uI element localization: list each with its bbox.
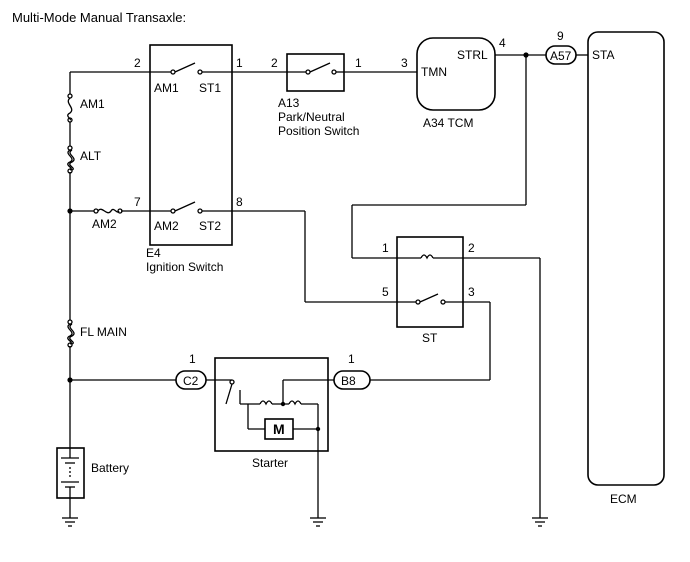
b8-label: B8: [341, 374, 356, 388]
fuse-am1: AM1: [67, 93, 105, 123]
fuse-am2: AM2: [92, 208, 123, 231]
pn-name-2: Position Switch: [278, 124, 359, 138]
connector-b8: B8 1: [333, 352, 371, 390]
wire-strl-sta: [351, 52, 588, 259]
park-neutral-switch: 2 1 A13 Park/Neutral Position Switch: [271, 53, 362, 138]
fuse-fl-main-label: FL MAIN: [80, 325, 127, 339]
diagram-title: Multi-Mode Manual Transaxle:: [12, 10, 186, 25]
fuse-am2-label: AM2: [92, 217, 117, 231]
pn-name-1: Park/Neutral: [278, 110, 345, 124]
connector-c2: C2 1: [175, 352, 207, 390]
tcm-pin-tmn: 3: [401, 56, 408, 70]
starter-ground-icon: [310, 517, 326, 527]
tcm-pin-strl: 4: [499, 36, 506, 50]
relay-ground-icon: [532, 517, 548, 527]
tcm-tmn-label: TMN: [421, 65, 447, 79]
ecm-sta-label: STA: [592, 48, 614, 62]
wire-st2-relay: [232, 210, 397, 303]
motor-label: M: [273, 421, 285, 437]
tcm: TMN STRL 3 4 A34 TCM: [401, 36, 506, 130]
fuse-alt: ALT: [67, 145, 102, 174]
wire-relay-b8: [370, 301, 491, 381]
b8-pin: 1: [348, 352, 355, 366]
motor-icon: [264, 418, 294, 440]
ig-pin-am2: 7: [134, 195, 141, 209]
st-pin-2: 2: [468, 241, 475, 255]
tcm-strl-label: STRL: [457, 48, 488, 62]
ig-code: E4: [146, 246, 161, 260]
battery: Battery: [56, 447, 129, 499]
pn-pin-in: 2: [271, 56, 278, 70]
ignition-switch: AM1 ST1 AM2 ST2 2 1 7 8 E4 Ignition Swit…: [134, 44, 243, 274]
connector-a57: A57 9: [545, 29, 577, 65]
wire-relay-ground: [463, 257, 541, 518]
ig-name: Ignition Switch: [146, 260, 223, 274]
ig-am1-label: AM1: [154, 81, 179, 95]
power-bus: [67, 71, 176, 518]
a57-label: A57: [550, 49, 572, 63]
fuse-fl-main: FL MAIN: [67, 319, 127, 348]
tcm-name: A34 TCM: [423, 116, 473, 130]
c2-pin: 1: [189, 352, 196, 366]
starter: M Starter: [214, 357, 334, 518]
st-pin-3: 3: [468, 285, 475, 299]
ig-am2-label: AM2: [154, 219, 179, 233]
ecm: STA ECM: [587, 31, 665, 506]
ig-pin-am1: 2: [134, 56, 141, 70]
st-name: ST: [422, 331, 438, 345]
ecm-name: ECM: [610, 492, 637, 506]
c2-label: C2: [183, 374, 199, 388]
st-pin-5: 5: [382, 285, 389, 299]
ig-st2-label: ST2: [199, 219, 221, 233]
ig-st1-label: ST1: [199, 81, 221, 95]
fuse-am1-label: AM1: [80, 97, 105, 111]
starter-name: Starter: [252, 456, 288, 470]
battery-label: Battery: [91, 461, 129, 475]
st-pin-1: 1: [382, 241, 389, 255]
pn-code: A13: [278, 96, 300, 110]
fuse-alt-label: ALT: [80, 149, 102, 163]
a57-pin: 9: [557, 29, 564, 43]
pn-pin-out: 1: [355, 56, 362, 70]
ig-pin-st2: 8: [236, 195, 243, 209]
battery-ground-icon: [62, 517, 78, 527]
ig-pin-st1: 1: [236, 56, 243, 70]
st-relay: 1 2 5 3 ST: [382, 236, 475, 345]
